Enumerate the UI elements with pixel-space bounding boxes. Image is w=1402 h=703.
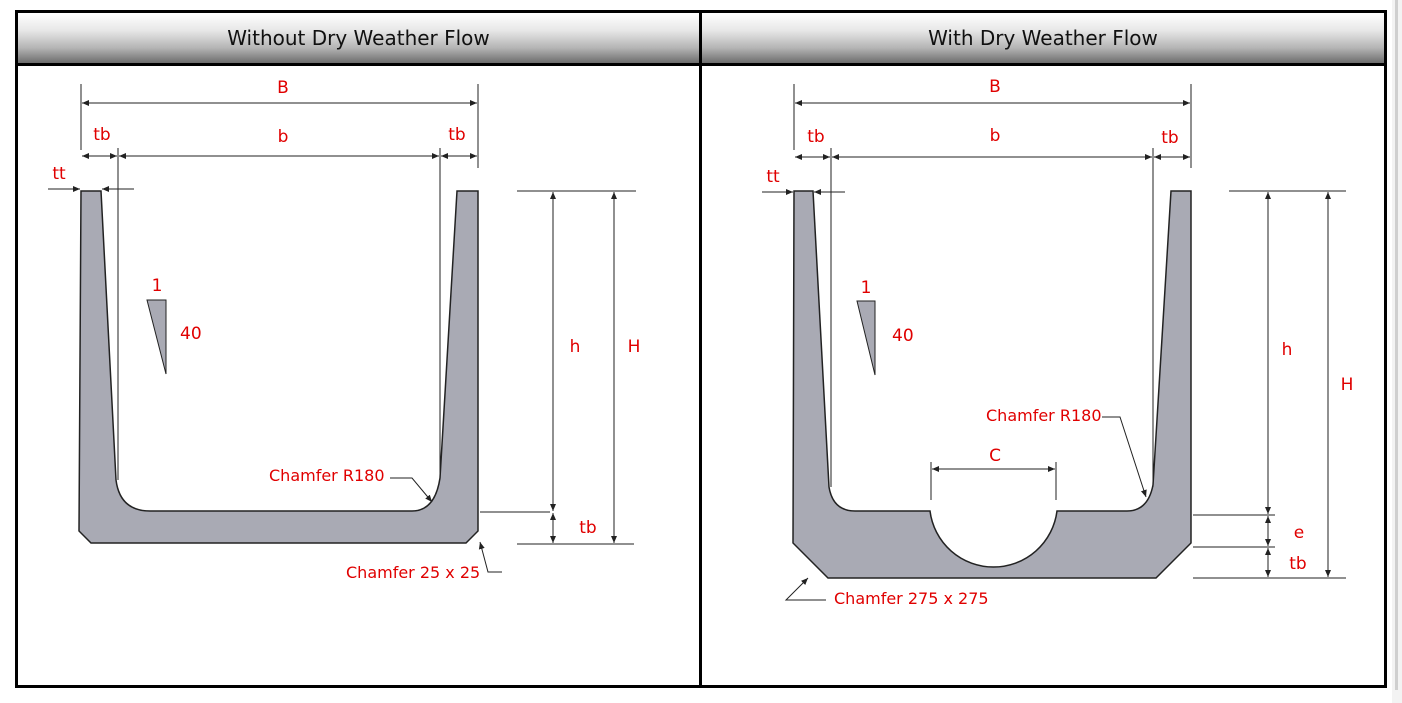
label-h: h [570,337,581,357]
panel-title: With Dry Weather Flow [702,13,1384,66]
label-h: h [1282,340,1293,360]
label-C: C [989,446,1001,466]
label-b: b [990,126,1001,146]
slope-indicator [856,300,876,376]
label-slope-1: 1 [861,278,872,298]
channel-body [792,190,1192,579]
diagram-frame: Without Dry Weather Flow [15,10,1387,688]
dimension-lines [762,84,1346,601]
label-e: e [1294,523,1304,543]
label-tb-bottom: tb [1289,554,1306,574]
label-chamfer-25: Chamfer 25 x 25 [346,563,480,582]
label-tb-bottom: tb [579,518,596,538]
u-channel-dwf-section-drawing: B b tb tb tt 1 40 h H C e tb Chamfer R18… [762,77,1354,608]
label-tb-left: tb [93,125,110,145]
label-tt: tt [52,164,66,184]
label-slope-1: 1 [152,276,163,296]
diagram-canvas: B b tb tb tt 1 40 h H C e tb Chamfer R18… [702,66,1384,685]
u-channel-section-drawing: B b tb tb tt 1 40 h H tb Chamfer R180 Ch… [48,78,641,582]
label-H: H [1341,375,1354,395]
panel-without-dwf: Without Dry Weather Flow [18,13,702,685]
panel-title: Without Dry Weather Flow [18,13,699,66]
label-tb-right: tb [448,125,465,145]
label-chamfer-r180: Chamfer R180 [269,466,385,485]
label-chamfer-r180: Chamfer R180 [986,406,1102,425]
dimension-lines [48,84,636,573]
vertical-scrollbar[interactable] [1392,0,1402,703]
label-H: H [628,337,641,357]
panel-with-dwf: With Dry Weather Flow [702,13,1384,685]
label-slope-40: 40 [892,326,914,346]
label-chamfer-275: Chamfer 275 x 275 [834,589,989,608]
diagram-canvas: B b tb tb tt 1 40 h H tb Chamfer R180 Ch… [18,66,699,685]
label-b: b [278,127,289,147]
slope-indicator [146,299,167,375]
scrollbar-thumb[interactable] [1395,0,1398,690]
label-tb-left: tb [807,127,824,147]
label-B: B [277,78,289,98]
channel-body [78,190,479,544]
label-slope-40: 40 [180,324,202,344]
label-B: B [989,77,1001,97]
label-tb-right: tb [1161,128,1178,148]
label-tt: tt [766,167,780,187]
